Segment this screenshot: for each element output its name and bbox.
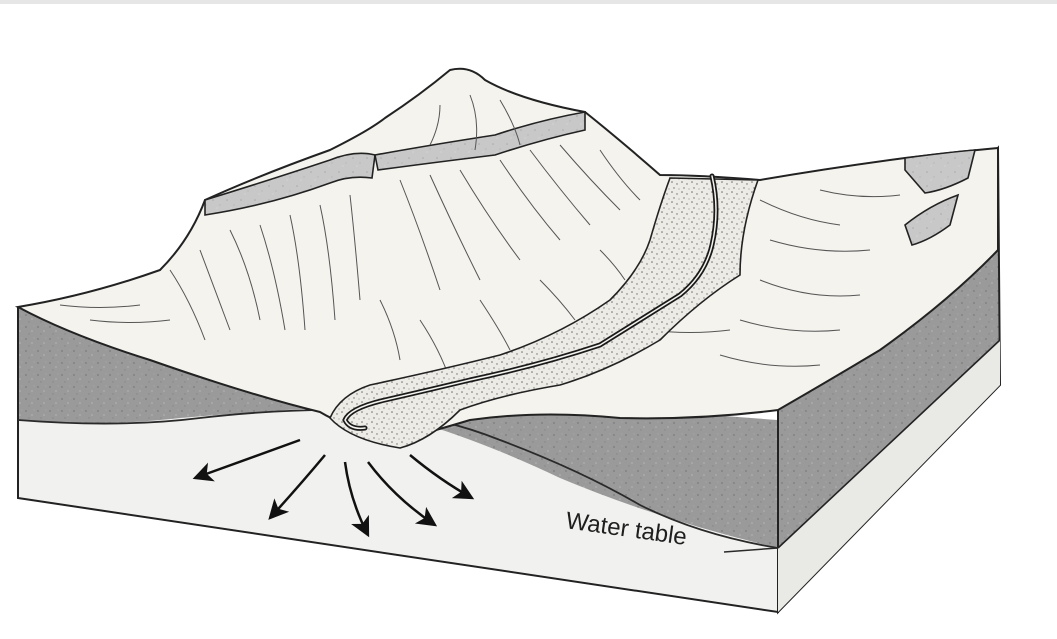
top-border-strip: [0, 0, 1057, 4]
